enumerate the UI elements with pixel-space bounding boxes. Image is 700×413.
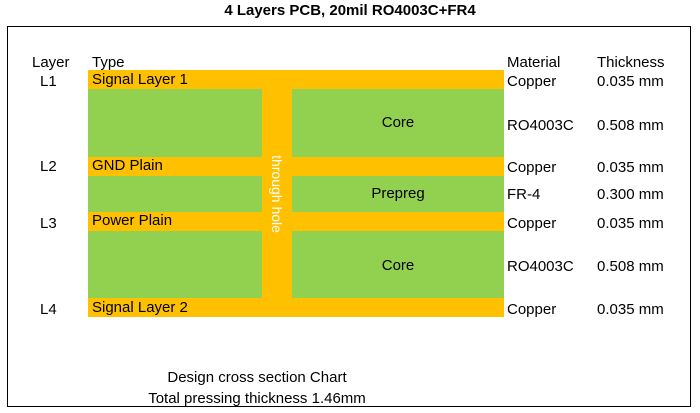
band-core-1	[88, 89, 504, 157]
material-l4: Copper	[507, 301, 557, 318]
thickness-core-1: 0.508 mm	[597, 117, 664, 134]
diagram-frame	[7, 26, 691, 407]
material-prepreg: FR-4	[507, 186, 541, 203]
thickness-l1: 0.035 mm	[597, 73, 664, 90]
type-power-plain: Power Plain	[92, 212, 173, 229]
material-core-1: RO4003C	[507, 117, 574, 134]
thickness-l2: 0.035 mm	[597, 159, 664, 176]
thickness-core-2: 0.508 mm	[597, 258, 664, 275]
header-layer: Layer	[32, 54, 70, 71]
layer-id-l1: L1	[40, 73, 57, 90]
type-signal-layer-1: Signal Layer 1	[92, 71, 188, 88]
band-core-2	[88, 231, 504, 298]
band-gnd-plain	[88, 157, 504, 176]
through-hole-label: through hole	[269, 155, 285, 233]
layer-id-l4: L4	[40, 301, 57, 318]
band-power-plain	[88, 212, 504, 231]
material-l2: Copper	[507, 159, 557, 176]
type-core-2: Core	[381, 257, 415, 274]
thickness-prepreg: 0.300 mm	[597, 186, 664, 203]
type-signal-layer-2: Signal Layer 2	[92, 299, 188, 316]
type-prepreg: Prepreg	[371, 185, 425, 202]
type-gnd-plain: GND Plain	[92, 157, 163, 174]
header-material: Material	[507, 54, 561, 71]
layer-id-l2: L2	[40, 158, 57, 175]
band-signal-layer-1	[88, 70, 504, 89]
material-l1: Copper	[507, 73, 557, 90]
through-hole-via	[262, 89, 292, 298]
band-prepreg	[88, 176, 504, 212]
material-core-2: RO4003C	[507, 258, 574, 275]
thickness-l3: 0.035 mm	[597, 215, 664, 232]
material-l3: Copper	[507, 215, 557, 232]
thickness-l4: 0.035 mm	[597, 301, 664, 318]
caption-line-2: Total pressing thickness 1.46mm	[148, 390, 366, 407]
header-type: Type	[92, 54, 125, 71]
header-thickness: Thickness	[597, 54, 665, 71]
layer-id-l3: L3	[40, 215, 57, 232]
type-core-1: Core	[381, 114, 415, 131]
caption-line-1: Design cross section Chart	[167, 369, 347, 386]
diagram-title: 4 Layers PCB, 20mil RO4003C+FR4	[224, 2, 476, 19]
band-signal-layer-2	[88, 298, 504, 317]
